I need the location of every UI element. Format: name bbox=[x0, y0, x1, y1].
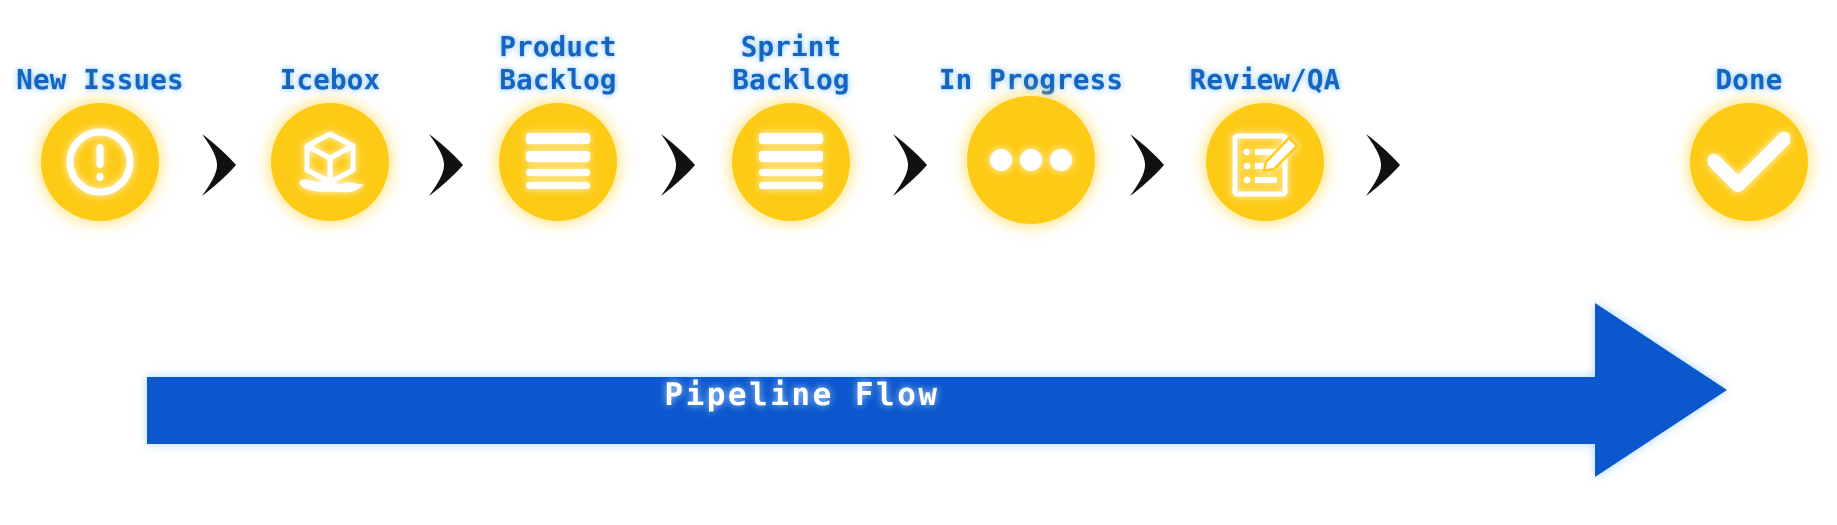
stage-icon-badge[interactable] bbox=[41, 103, 159, 221]
clipboard-pencil-icon bbox=[1232, 133, 1299, 197]
stage-icon-badge[interactable] bbox=[1690, 103, 1808, 221]
stage-label: In Progress bbox=[938, 64, 1124, 97]
pipeline-stage-review-qa[interactable]: Review/QA bbox=[1165, 0, 1365, 250]
chevron-right-icon bbox=[196, 132, 238, 198]
chevron-right-icon bbox=[655, 132, 697, 198]
stage-label: Icebox bbox=[279, 64, 381, 97]
stage-label: Product Backlog bbox=[499, 30, 617, 97]
pipeline-stage-new-issues[interactable]: New Issues bbox=[0, 0, 200, 250]
pipeline-stage-sprint-backlog[interactable]: Sprint Backlog bbox=[691, 0, 891, 250]
chevron-right-icon bbox=[423, 132, 465, 198]
stage-icon-badge[interactable] bbox=[499, 103, 617, 221]
pipeline-stage-done[interactable]: Done bbox=[1649, 0, 1837, 250]
stage-label: New Issues bbox=[16, 64, 184, 97]
stage-label: Review/QA bbox=[1189, 64, 1341, 97]
ice-cube-icon bbox=[299, 131, 364, 193]
chevron-right-icon bbox=[887, 132, 929, 198]
stage-icon-badge[interactable] bbox=[1206, 103, 1324, 221]
list-lines-icon bbox=[759, 133, 823, 189]
three-dots-icon bbox=[990, 149, 1072, 171]
stage-icon-badge[interactable] bbox=[271, 103, 389, 221]
exclamation-circle-icon bbox=[66, 128, 134, 196]
stage-icon-badge[interactable] bbox=[967, 96, 1095, 224]
stage-label: Sprint Backlog bbox=[732, 30, 850, 97]
list-lines-icon bbox=[526, 133, 590, 189]
chevron-right-icon bbox=[1360, 132, 1402, 198]
pipeline-stage-in-progress[interactable]: In Progress bbox=[931, 0, 1131, 250]
pipeline-stage-product-backlog[interactable]: Product Backlog bbox=[458, 0, 658, 250]
pipeline-stage-icebox[interactable]: Icebox bbox=[230, 0, 430, 250]
pipeline-flow-arrow: Pipeline Flow bbox=[147, 263, 1727, 515]
pipeline-stage-row: New Issues Icebox Product Backlog Sprint… bbox=[0, 0, 1837, 250]
stage-icon-badge[interactable] bbox=[732, 103, 850, 221]
checkmark-icon bbox=[1708, 132, 1790, 192]
stage-label: Done bbox=[1715, 64, 1783, 97]
flow-arrow-shape bbox=[147, 303, 1727, 477]
chevron-right-icon bbox=[1124, 132, 1166, 198]
